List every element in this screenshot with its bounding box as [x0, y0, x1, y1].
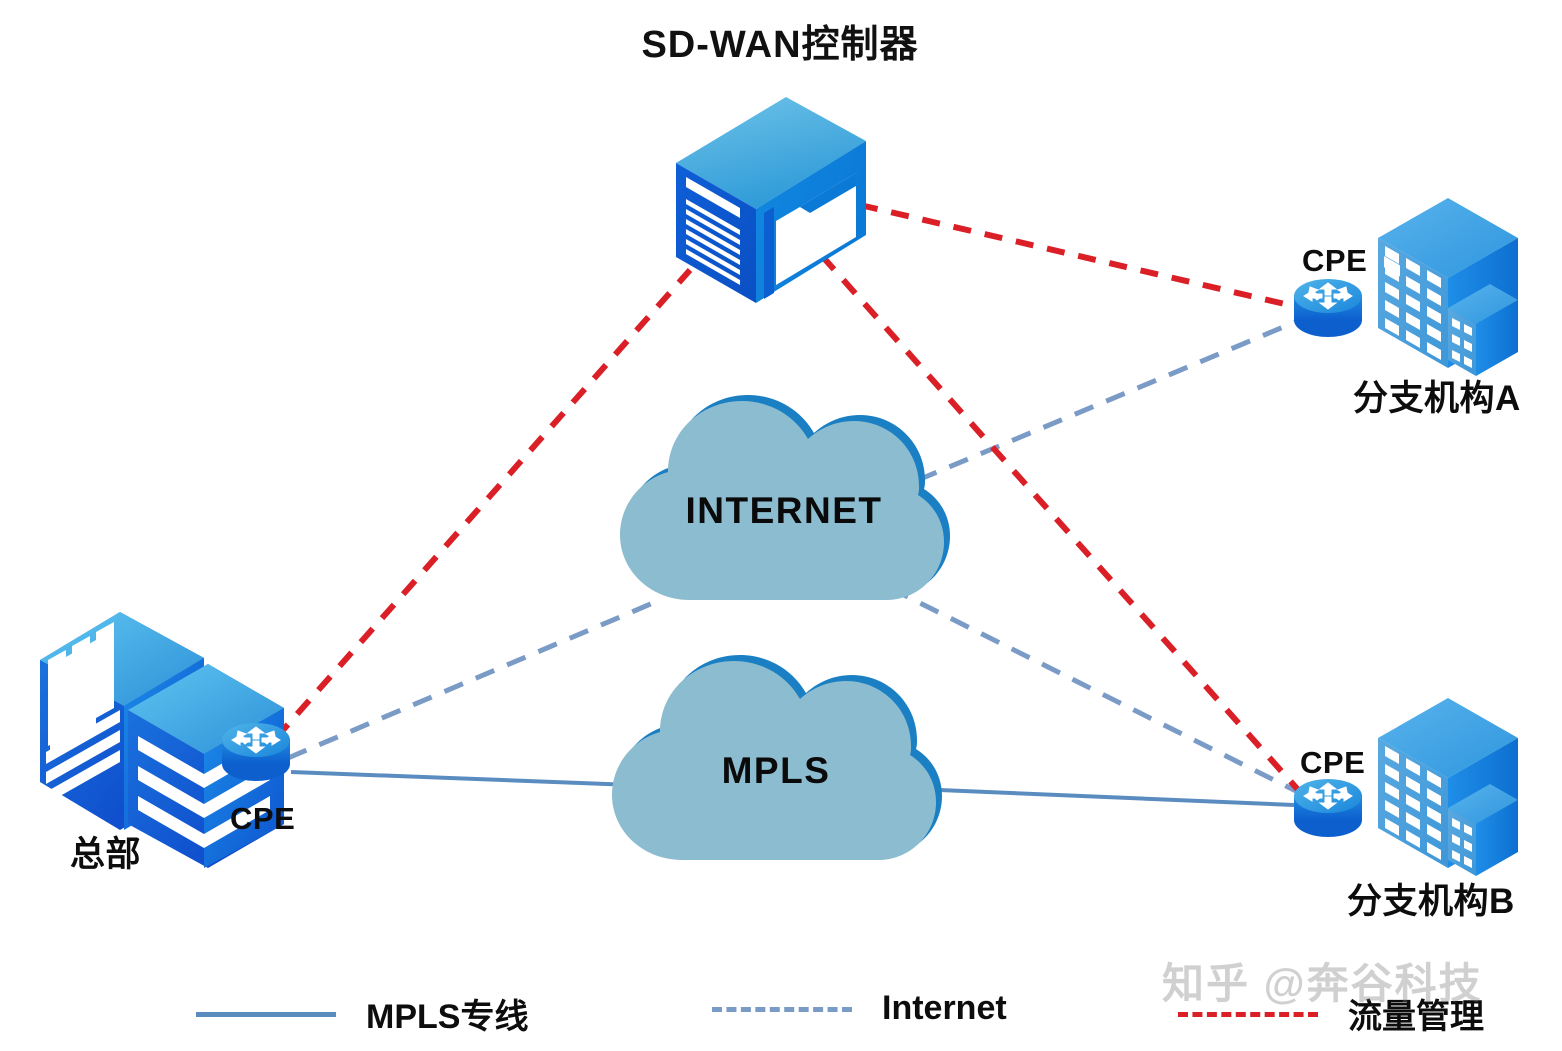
sdwan-controller-server-icon	[676, 97, 866, 303]
internet-cloud-label: INTERNET	[685, 490, 883, 531]
mpls-cloud-label: MPLS	[721, 750, 831, 791]
edge-hq-to-controller	[273, 268, 693, 740]
legend-label-mpls: MPLS专线	[366, 998, 529, 1036]
legend-label-internet: Internet	[882, 989, 1007, 1027]
headquarters-label: 总部	[70, 835, 142, 874]
branch-a-cpe-router-icon	[1294, 279, 1362, 337]
diagram-title-wrapper: SD-WAN控制器	[420, 13, 1140, 68]
legend-label-traffic: 流量管理	[1348, 998, 1484, 1036]
legend-swatch-internet-line	[712, 996, 852, 1022]
branch-b-label: 分支机构B	[1347, 882, 1515, 921]
edge-hq-to-internet	[287, 597, 661, 761]
page-title: SD-WAN控制器	[641, 24, 919, 66]
branch-b-cpe-router-icon	[1294, 779, 1362, 837]
edge-controller-to-branch-b	[819, 254, 1303, 794]
legend-item-traffic: 流量管理	[1178, 989, 1484, 1038]
legend: MPLS专线 Internet 流量管理	[0, 975, 1562, 1051]
hq-cpe-router-icon	[222, 723, 290, 781]
mpls-cloud-icon	[612, 655, 942, 860]
branch-b-building-icon	[1378, 698, 1518, 876]
internet-cloud-icon	[620, 395, 950, 600]
hq-cpe-label: CPE	[230, 801, 296, 836]
legend-item-mpls: MPLS专线	[196, 989, 528, 1038]
legend-item-internet: Internet	[712, 989, 1007, 1028]
edge-controller-to-branch-a	[859, 202, 1303, 311]
branch-b-cpe-label: CPE	[1300, 745, 1366, 780]
headquarters-datacenter-icon	[40, 612, 284, 868]
branch-a-cpe-label: CPE	[1302, 243, 1368, 278]
edge-hq-to-mpls	[290, 770, 661, 788]
edge-internet-to-branch-a	[917, 317, 1301, 483]
legend-swatch-traffic-line	[1178, 1001, 1318, 1027]
edge-internet-to-branch-b	[888, 585, 1304, 797]
legend-swatch-mpls-line	[196, 1001, 336, 1027]
branch-a-label: 分支机构A	[1353, 379, 1521, 418]
branch-a-building-icon	[1378, 198, 1518, 376]
edge-mpls-to-branch-b	[891, 786, 1319, 808]
